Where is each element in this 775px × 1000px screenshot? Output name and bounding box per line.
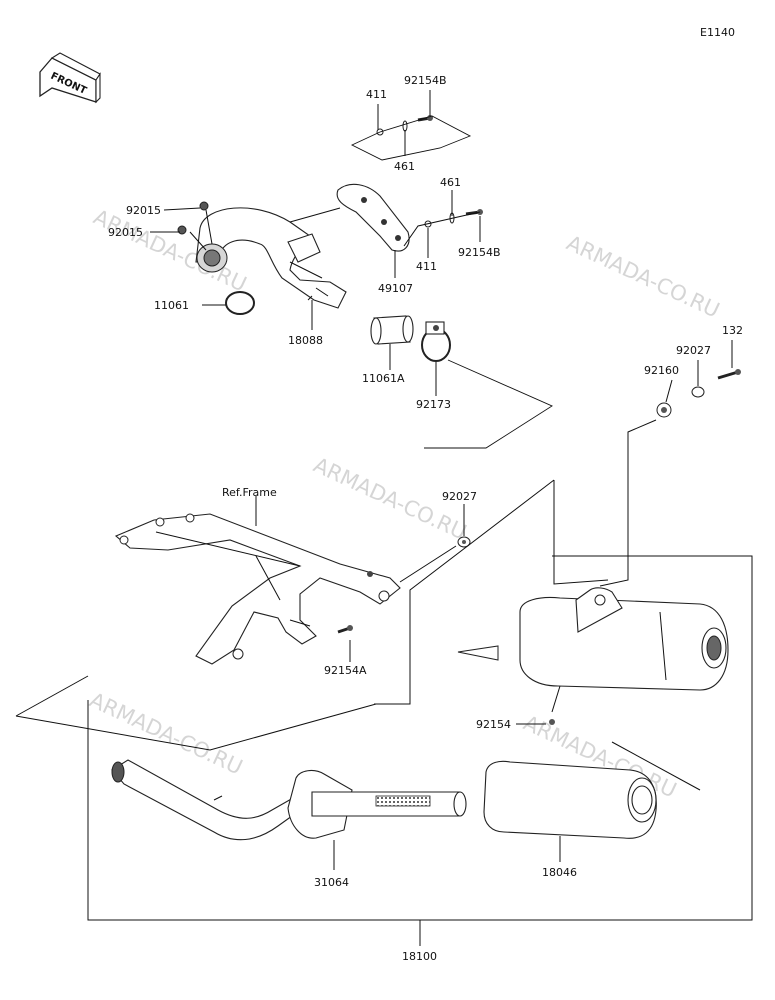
label-31064: 31064 <box>314 876 349 889</box>
label-18100: 18100 <box>402 950 437 963</box>
exhaust-pipe-31064 <box>111 759 467 870</box>
label-461-mid: 461 <box>440 176 461 189</box>
label-92027-right: 92027 <box>676 344 711 357</box>
frame-ref <box>114 513 401 665</box>
header-pipe-18088 <box>195 207 347 309</box>
gasket-11061 <box>225 291 255 315</box>
label-18088: 18088 <box>288 334 323 347</box>
label-411-top: 411 <box>366 88 387 101</box>
silencer-18046 <box>483 760 657 862</box>
front-arrow-icon: FRONT <box>39 52 101 104</box>
label-11061A: 11061A <box>362 372 405 385</box>
label-92154: 92154 <box>476 718 511 731</box>
label-411-mid: 411 <box>416 260 437 273</box>
label-92173: 92173 <box>416 398 451 411</box>
label-92154B-mid: 92154B <box>458 246 501 259</box>
leader-lines-mid <box>255 340 733 725</box>
label-11061: 11061 <box>154 299 189 312</box>
label-49107: 49107 <box>378 282 413 295</box>
label-92154A: 92154A <box>324 664 367 677</box>
watermark-4: ARMADA-CO.RU <box>86 688 246 780</box>
label-132: 132 <box>722 324 743 337</box>
label-92015-b: 92015 <box>108 226 143 239</box>
leader-lines-top <box>150 90 553 449</box>
ref-frame-label: Ref.Frame <box>222 486 277 499</box>
muffler-assembly <box>519 587 729 713</box>
watermark-2: ARMADA-CO.RU <box>563 231 723 323</box>
label-18046: 18046 <box>542 866 577 879</box>
fasteners-mid <box>337 369 741 725</box>
label-92154B-top: 92154B <box>404 74 447 87</box>
label-461-top: 461 <box>394 160 415 173</box>
heat-guard-49107 <box>336 183 410 252</box>
part-labels: 411 92154B 461 461 92015 92015 49107 411… <box>108 74 743 963</box>
label-92015-a: 92015 <box>126 204 161 217</box>
label-92027-mid: 92027 <box>442 490 477 503</box>
diagram-code: E1140 <box>700 26 735 39</box>
assembly-bracket-18100 <box>15 555 753 946</box>
pointer-arrow-icon <box>457 645 499 661</box>
clamp-92173 <box>421 321 451 362</box>
label-92160: 92160 <box>644 364 679 377</box>
sleeve-11061A <box>370 315 414 345</box>
